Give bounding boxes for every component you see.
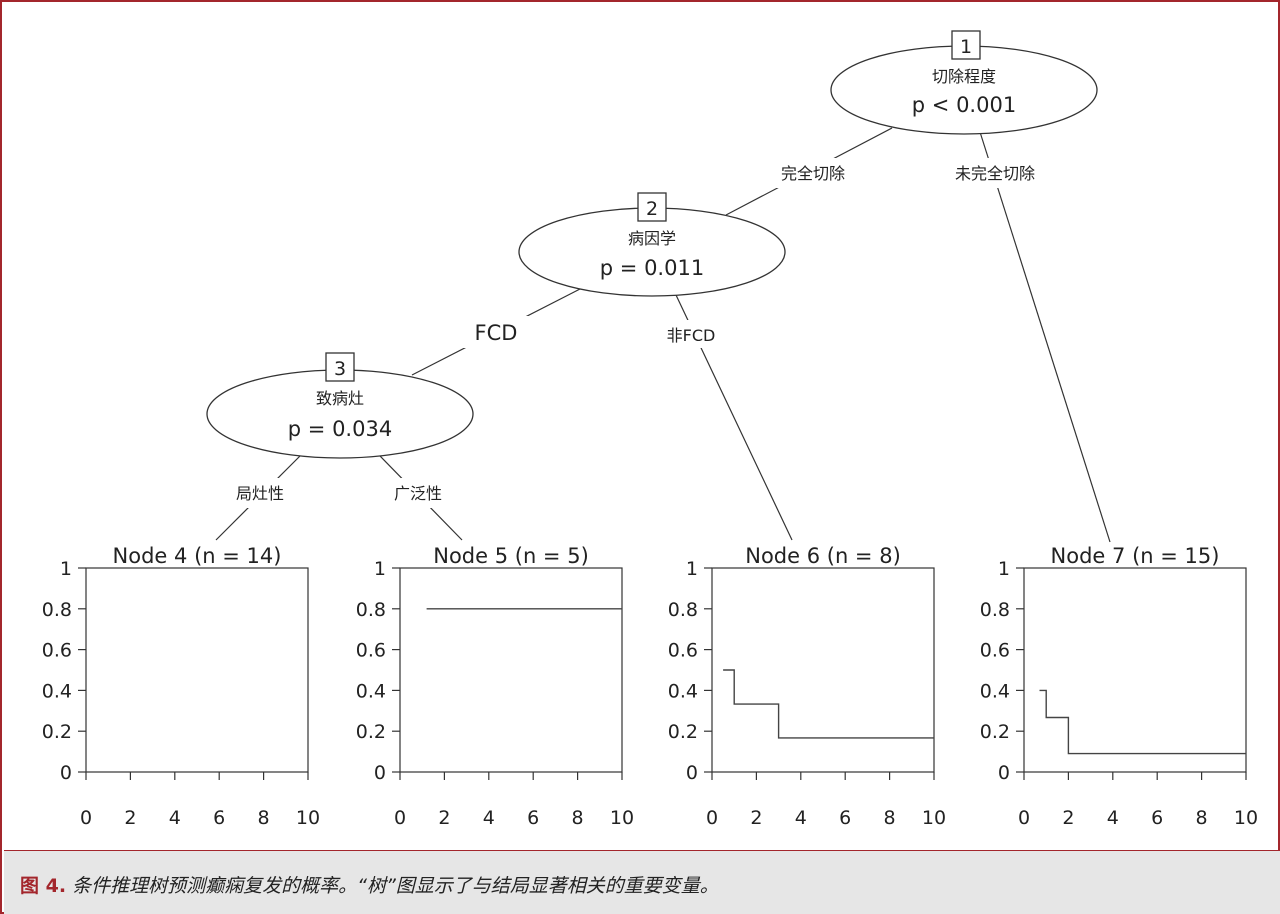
edge-label-bg xyxy=(224,478,296,508)
panel-title: Node 7 (n = 15) xyxy=(1051,544,1220,568)
y-tick-label: 0.4 xyxy=(980,680,1010,702)
x-tick-label: 10 xyxy=(296,807,320,829)
edge-label-complete: 完全切除 xyxy=(781,164,845,183)
y-tick-label: 0.4 xyxy=(668,680,698,702)
node-id: 3 xyxy=(334,358,346,380)
y-tick-label: 1 xyxy=(374,558,386,580)
y-tick-label: 1 xyxy=(998,558,1010,580)
edge-label-bg xyxy=(654,320,730,348)
y-tick-label: 0.2 xyxy=(980,721,1010,743)
y-tick-label: 1 xyxy=(60,558,72,580)
x-tick-label: 6 xyxy=(527,807,539,829)
survival-curve xyxy=(723,669,934,739)
x-tick-label: 0 xyxy=(80,807,92,829)
x-tick-label: 2 xyxy=(438,807,450,829)
plot-frame xyxy=(399,567,623,773)
node-pvalue: p = 0.011 xyxy=(600,256,704,280)
x-tick-label: 0 xyxy=(706,807,718,829)
y-tick-label: 0.6 xyxy=(42,640,72,662)
x-tick-label: 6 xyxy=(213,807,225,829)
x-tick-label: 0 xyxy=(1018,807,1030,829)
y-tick-label: 0.8 xyxy=(668,599,698,621)
tree-node-3: 3 致病灶 p = 0.034 xyxy=(206,352,474,459)
x-tick-label: 8 xyxy=(884,807,896,829)
plot-frame xyxy=(1023,567,1247,773)
node-variable: 致病灶 xyxy=(316,389,364,408)
node-pvalue: p < 0.001 xyxy=(912,93,1016,117)
edge-1-7 xyxy=(979,131,1111,543)
edge-label-bg xyxy=(462,316,532,348)
x-tick-label: 10 xyxy=(610,807,634,829)
x-tick-label: 6 xyxy=(839,807,851,829)
tree-node-1: 1 切除程度 p < 0.001 xyxy=(830,30,1098,135)
edge-label-non-fcd: 非FCD xyxy=(667,326,716,345)
node-ellipse xyxy=(206,369,474,459)
x-tick-label: 4 xyxy=(1107,807,1119,829)
tree-node-2: 2 病因学 p = 0.011 xyxy=(518,192,786,297)
edge-label-bg xyxy=(766,158,860,188)
y-tick-label: 0.2 xyxy=(42,721,72,743)
node-id: 1 xyxy=(960,36,972,58)
caption-text: 条件推理树预测癫痫复发的概率。“树”图显示了与结局显著相关的重要变量。 xyxy=(72,875,719,897)
y-tick-label: 0.2 xyxy=(356,721,386,743)
panel-title: Node 4 (n = 14) xyxy=(113,544,282,568)
y-tick-label: 0 xyxy=(374,762,386,784)
y-tick-label: 0.6 xyxy=(980,640,1010,662)
panel-title: Node 5 (n = 5) xyxy=(433,544,589,568)
edge-label-bg xyxy=(382,478,454,508)
survival-curve xyxy=(1039,689,1246,755)
y-tick-label: 0 xyxy=(60,762,72,784)
node-id: 2 xyxy=(646,198,658,220)
x-tick-label: 4 xyxy=(169,807,181,829)
figure-caption: 图 4. 条件推理树预测癫痫复发的概率。“树”图显示了与结局显著相关的重要变量。 xyxy=(4,850,1280,914)
edge-label-focal: 局灶性 xyxy=(236,484,284,503)
edge-label-fcd: FCD xyxy=(475,321,518,345)
node-variable: 病因学 xyxy=(628,229,676,248)
decision-tree-diagram: 完全切除 未完全切除 FCD 非FCD 局灶性 广泛性 1 切除程度 p < 0… xyxy=(42,30,1258,829)
x-tick-label: 2 xyxy=(124,807,136,829)
x-tick-label: 2 xyxy=(1062,807,1074,829)
node-id-box xyxy=(951,30,981,60)
y-tick-label: 0 xyxy=(686,762,698,784)
node-id-box xyxy=(637,192,667,222)
edge-label-bg xyxy=(940,158,1050,188)
x-tick-label: 8 xyxy=(572,807,584,829)
y-tick-label: 0 xyxy=(998,762,1010,784)
y-tick-label: 0.6 xyxy=(356,640,386,662)
y-tick-label: 0.4 xyxy=(42,680,72,702)
x-tick-label: 10 xyxy=(922,807,946,829)
y-tick-label: 0.4 xyxy=(356,680,386,702)
x-tick-label: 8 xyxy=(1196,807,1208,829)
x-tick-label: 4 xyxy=(795,807,807,829)
y-tick-label: 0.2 xyxy=(668,721,698,743)
x-tick-label: 6 xyxy=(1151,807,1163,829)
edge-label-diffuse: 广泛性 xyxy=(394,484,442,503)
y-tick-label: 0.8 xyxy=(980,599,1010,621)
node-variable: 切除程度 xyxy=(932,67,996,86)
caption-label: 图 4. xyxy=(20,875,67,897)
node-id-box xyxy=(325,352,355,382)
y-tick-label: 0.6 xyxy=(668,640,698,662)
y-tick-label: 0.8 xyxy=(356,599,386,621)
edge-label-incomplete: 未完全切除 xyxy=(955,164,1035,183)
node-pvalue: p = 0.034 xyxy=(288,417,392,441)
plot-frame xyxy=(85,567,309,773)
x-tick-label: 8 xyxy=(258,807,270,829)
x-tick-label: 10 xyxy=(1234,807,1258,829)
plot-frame xyxy=(711,567,935,773)
y-tick-label: 1 xyxy=(686,558,698,580)
x-tick-label: 0 xyxy=(394,807,406,829)
panel-title: Node 6 (n = 8) xyxy=(745,544,901,568)
y-tick-label: 0.8 xyxy=(42,599,72,621)
x-tick-label: 2 xyxy=(750,807,762,829)
x-tick-label: 4 xyxy=(483,807,495,829)
